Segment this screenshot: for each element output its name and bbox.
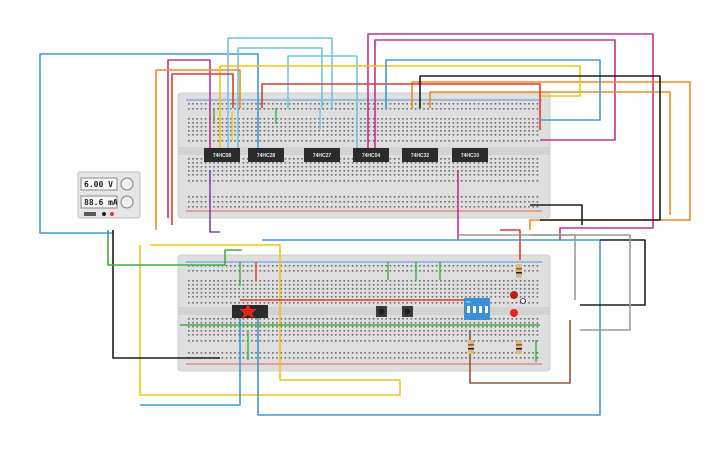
push-button-1[interactable] <box>376 306 387 317</box>
chip-row: 74HC08 74HC28 74HC27 74HC04 74HC32 74HC10 <box>204 148 488 162</box>
led-terminal <box>520 298 526 304</box>
current-readout: 88.6 mA <box>84 198 118 207</box>
wire-yellow <box>219 65 581 148</box>
push-button-2[interactable] <box>402 306 413 317</box>
led-burst-icon <box>239 304 257 319</box>
current-knob[interactable] <box>120 195 134 209</box>
voltage-display <box>80 177 118 191</box>
led-red-1[interactable] <box>510 291 518 299</box>
wire-brown <box>469 320 571 384</box>
chip-label: 74HC32 <box>411 153 430 159</box>
resistor-1[interactable] <box>516 264 522 278</box>
seven-segment-chip[interactable] <box>232 304 268 319</box>
dip-switch-label: ON <box>466 300 471 304</box>
wire-blue <box>39 53 259 234</box>
terminal-positive[interactable] <box>110 212 114 216</box>
wire-magenta <box>374 39 616 148</box>
resistor-2[interactable] <box>516 340 522 354</box>
wire-black <box>112 230 220 359</box>
voltage-knob[interactable] <box>120 177 134 191</box>
logic-chip-6[interactable]: 74HC10 <box>452 148 488 162</box>
chip-label: 74HC28 <box>257 153 276 159</box>
wire-black <box>580 239 646 306</box>
wire-magenta <box>167 59 211 218</box>
power-switch[interactable] <box>84 212 96 216</box>
logic-chip-5[interactable]: 74HC32 <box>402 148 438 162</box>
wire-cyan <box>237 47 323 148</box>
wire-cyan <box>227 37 333 148</box>
wire-blue <box>385 59 601 121</box>
wire-black <box>419 75 661 221</box>
wire-red <box>261 83 541 130</box>
current-display <box>80 195 118 209</box>
resistor-3[interactable] <box>468 340 474 354</box>
dip-switch[interactable]: ON <box>464 298 490 320</box>
wire-orange <box>155 69 241 230</box>
wire-black <box>530 204 583 225</box>
led-red-2[interactable] <box>510 309 518 317</box>
wire-cyan <box>287 55 358 148</box>
wire-gray <box>458 234 576 300</box>
wires[interactable] <box>39 33 691 416</box>
wire-red <box>171 73 234 225</box>
chip-label: 74HC08 <box>213 153 232 159</box>
wire-gray <box>530 234 631 331</box>
power-supply[interactable]: 6.00 V 88.6 mA <box>77 171 141 219</box>
wire-blue <box>257 239 601 416</box>
wire-red <box>500 229 521 260</box>
logic-chip-3[interactable]: 74HC27 <box>304 148 340 162</box>
wire-orange <box>411 81 691 230</box>
wire-orange <box>429 91 671 215</box>
wire-blue <box>140 318 241 406</box>
wire-yellow <box>139 244 401 396</box>
voltage-readout: 6.00 V <box>84 180 113 189</box>
chip-label: 74HC10 <box>461 153 480 159</box>
chip-label: 74HC27 <box>313 153 332 159</box>
logic-chip-2[interactable]: 74HC28 <box>248 148 284 162</box>
terminal-negative[interactable] <box>102 212 106 216</box>
logic-chip-1[interactable]: 74HC08 <box>204 148 240 162</box>
wire-green <box>107 230 242 266</box>
wire-magenta <box>367 33 654 240</box>
logic-chip-4[interactable]: 74HC04 <box>353 148 389 162</box>
jumpers <box>180 108 540 362</box>
chip-label: 74HC04 <box>362 153 381 159</box>
wire-purple <box>209 170 220 233</box>
